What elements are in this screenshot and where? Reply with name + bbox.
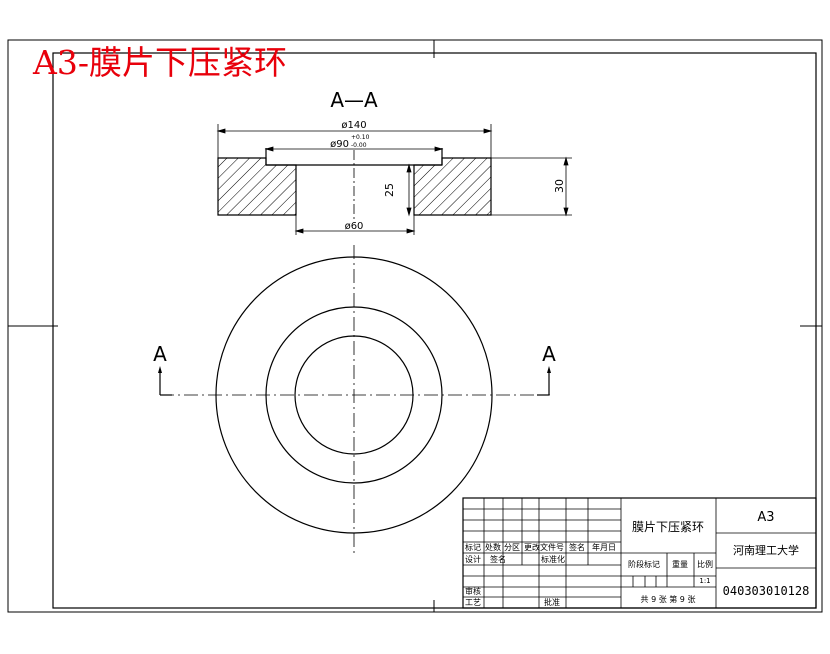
tb-date: 年月日 xyxy=(592,542,616,552)
dim-outer-label: ø140 xyxy=(341,120,366,131)
tb-weight: 重量 xyxy=(672,559,688,569)
tb-school: 河南理工大学 xyxy=(733,543,799,557)
cut-marker-left xyxy=(158,366,172,396)
tb-scale-value: 1:1 xyxy=(699,577,710,585)
dim-inner-label: ø60 xyxy=(345,221,364,232)
plan-view: A A xyxy=(153,245,556,556)
tb-change-doc: 更改文件号 xyxy=(524,542,564,552)
section-right-half xyxy=(413,157,492,216)
dim-bore-tol-upper: +0.10 xyxy=(351,134,370,141)
tb-sheets: 共 9 张 第 9 张 xyxy=(641,594,696,604)
tb-drawing-number: 040303010128 xyxy=(723,584,810,598)
tb-approve: 批准 xyxy=(544,597,560,607)
tb-process: 工艺 xyxy=(465,598,481,607)
centering-marks xyxy=(8,40,822,612)
tb-review: 审核 xyxy=(465,586,481,596)
tb-sheet-size: A3 xyxy=(757,510,774,525)
dim-height xyxy=(491,156,572,217)
tb-sign: 签名 xyxy=(569,542,585,552)
cut-marker-right xyxy=(537,366,551,396)
tb-design-sign: 签名 xyxy=(490,554,506,564)
tb-standard: 标准化 xyxy=(541,554,565,564)
dim-inner xyxy=(294,215,416,235)
dim-depth-label: 25 xyxy=(383,183,396,197)
banner-title: A3-膜片下压紧环 xyxy=(32,43,287,82)
dim-bore-label: ø90 xyxy=(330,139,349,150)
dim-bore-tol-lower: -0.00 xyxy=(351,142,367,149)
tb-part-name: 膜片下压紧环 xyxy=(632,520,704,534)
title-block: 标记 处数 分区 更改文件号 签名 年月日 设计 签名 标准化 审核 工艺 批准… xyxy=(462,497,817,609)
dim-height-label: 30 xyxy=(553,179,566,193)
tb-count: 处数 xyxy=(485,542,501,552)
tb-stage-mark: 阶段标记 xyxy=(628,559,660,569)
section-title: A—A xyxy=(330,88,378,112)
tb-design: 设计 xyxy=(465,554,481,564)
tb-zone: 分区 xyxy=(504,543,520,552)
dim-depth xyxy=(406,163,412,217)
tb-scale-header: 比例 xyxy=(697,559,713,569)
dim-outer xyxy=(216,124,493,158)
section-view: A—A ø140 ø90 +0.10 -0.00 xyxy=(216,88,572,235)
section-left-half xyxy=(217,157,297,216)
tb-mark: 标记 xyxy=(465,542,481,552)
cut-label-right: A xyxy=(542,342,556,366)
dim-bore xyxy=(264,146,444,152)
cut-label-left: A xyxy=(153,342,167,366)
